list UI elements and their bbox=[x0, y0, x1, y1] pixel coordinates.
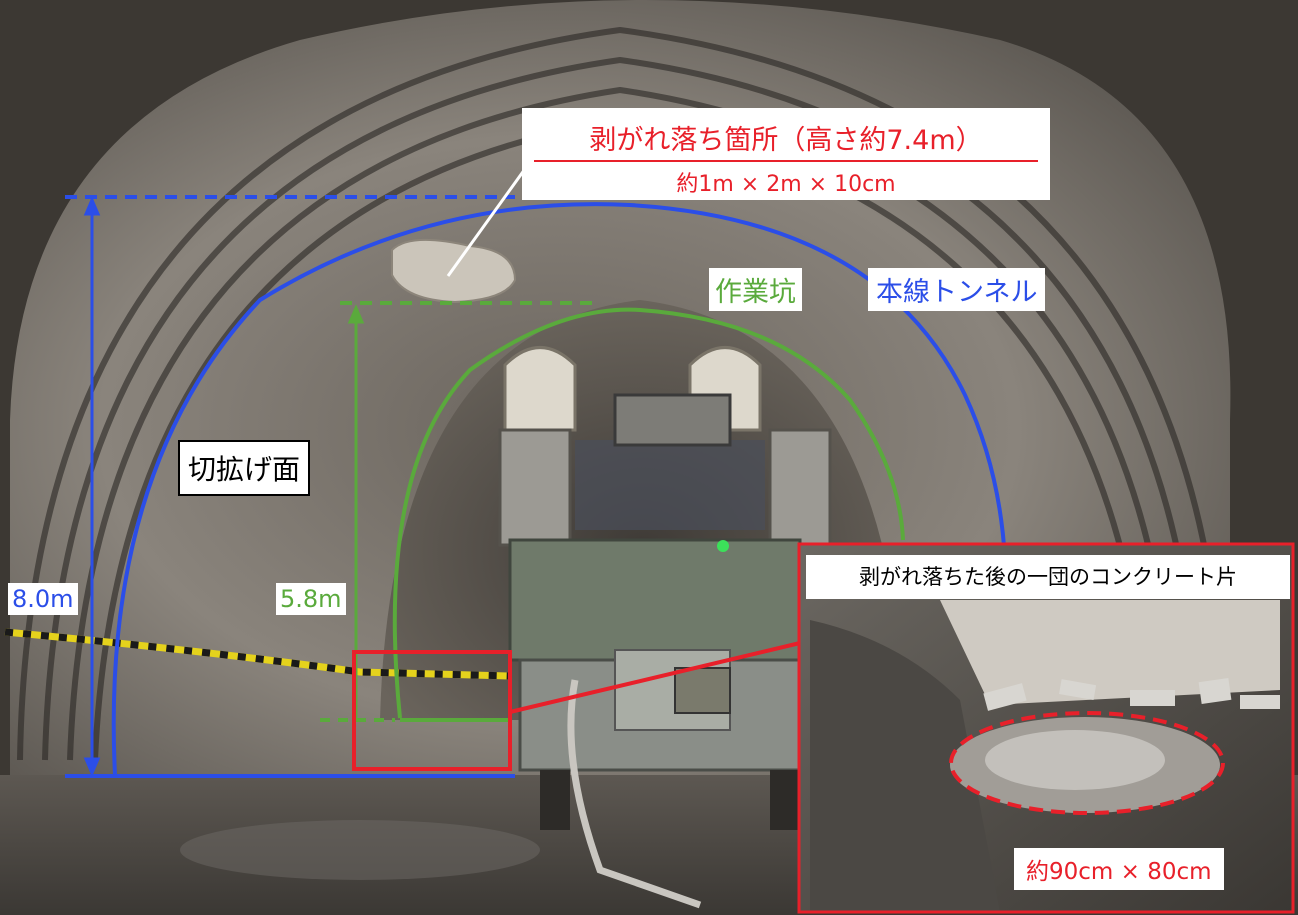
spalled-concrete-patch bbox=[391, 238, 517, 304]
inset-connector-line bbox=[509, 641, 801, 714]
main-tunnel-height-label: 8.0m bbox=[8, 583, 78, 615]
work-tunnel-height-label: 5.8m bbox=[276, 583, 346, 615]
drill-jumbo bbox=[498, 346, 832, 909]
work-tunnel-outline bbox=[320, 301, 905, 722]
caution-tape bbox=[4, 628, 511, 680]
arch-ribs bbox=[17, 26, 1228, 761]
debris-dashed-ellipse bbox=[949, 711, 1225, 815]
widened-face-label: 切拡げ面 bbox=[178, 440, 311, 496]
spall-location-callout: 剥がれ落ち箇所（高さ約7.4m） 約1m × 2m × 10cm bbox=[522, 108, 1050, 200]
title-underline bbox=[534, 160, 1038, 162]
main-tunnel-height-arrow bbox=[83, 196, 101, 777]
spall-leader-line bbox=[446, 161, 532, 277]
spall-size: 約1m × 2m × 10cm bbox=[676, 172, 896, 197]
work-tunnel-label: 作業坑 bbox=[709, 268, 802, 311]
spall-title: 剥がれ落ち箇所（高さ約7.4m） bbox=[589, 125, 983, 156]
main-tunnel-outline bbox=[65, 195, 1007, 778]
main-tunnel-label: 本線トンネル bbox=[868, 268, 1046, 311]
debris-size-label: 約90cm × 80cm bbox=[1014, 848, 1224, 890]
inset-caption: 剥がれ落ちた後の一団のコンクリート片 bbox=[806, 555, 1290, 599]
